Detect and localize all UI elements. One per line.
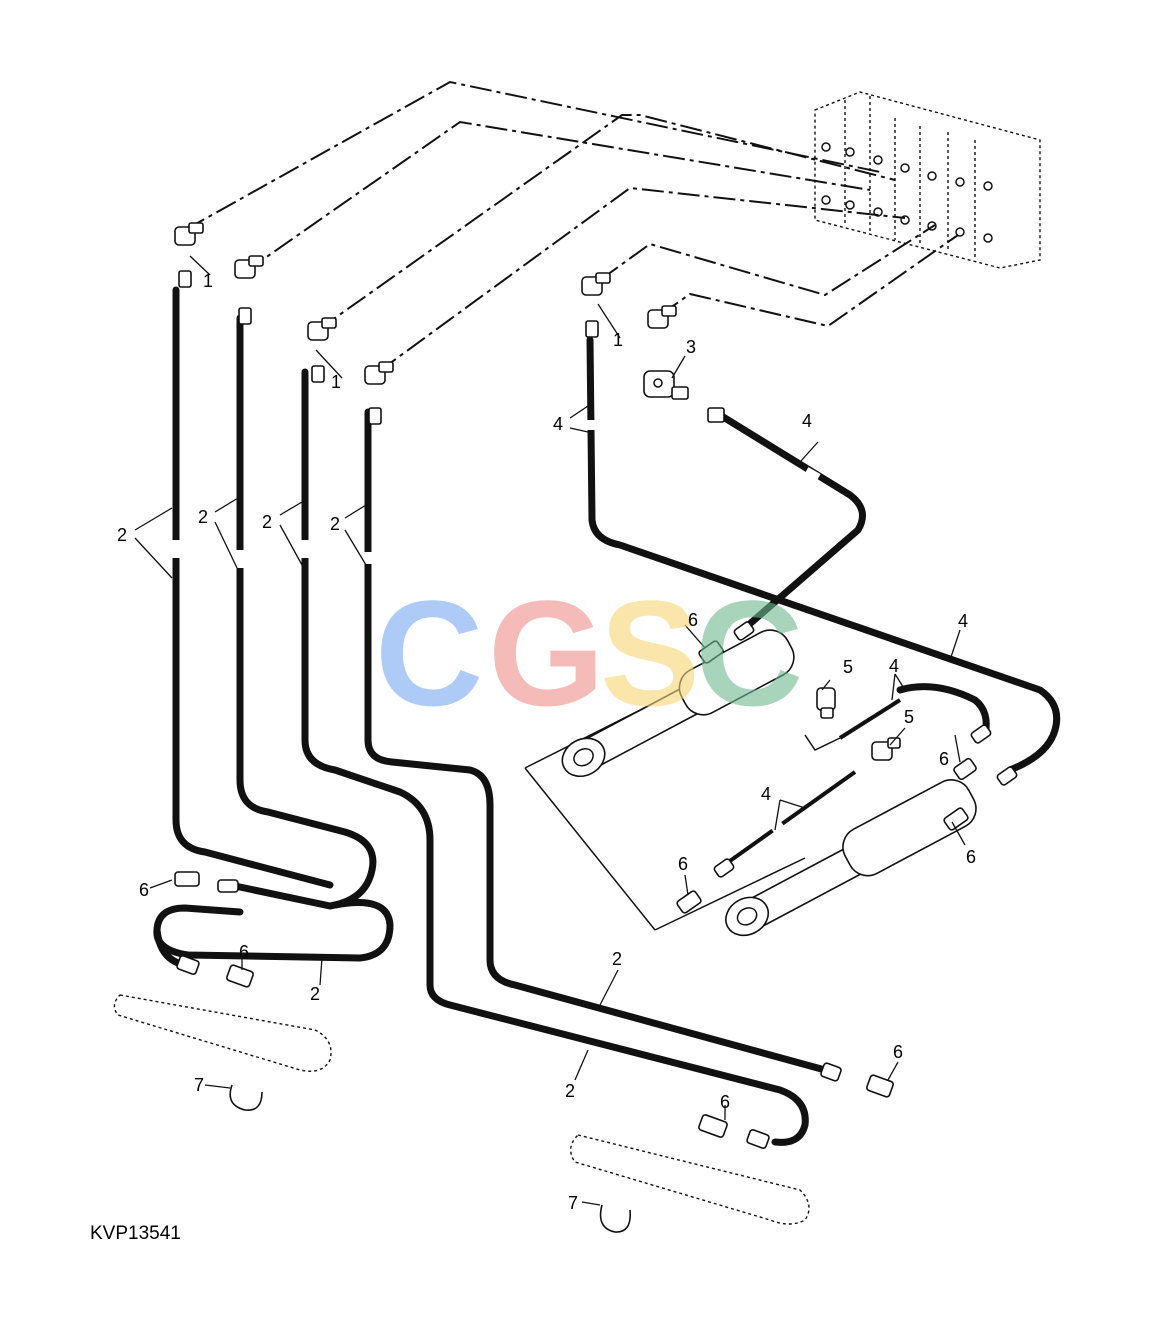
callout-6: 6 xyxy=(239,942,249,962)
hose-2e xyxy=(153,899,394,962)
elbow-fittings xyxy=(174,222,677,425)
straight-fittings xyxy=(174,621,1018,1149)
clamps xyxy=(229,1084,632,1233)
callout-6: 6 xyxy=(678,854,688,874)
ghost-cylinders xyxy=(113,994,810,1225)
callout-2: 2 xyxy=(198,507,208,527)
callout-2: 2 xyxy=(262,512,272,532)
callout-4: 4 xyxy=(553,414,563,434)
callout-6: 6 xyxy=(893,1042,903,1062)
elbow-5b xyxy=(871,737,901,761)
callouts: 1 1 1 1 2 2 2 2 2 2 2 3 4 4 4 4 4 5 5 6 … xyxy=(117,271,976,1213)
callout-6: 6 xyxy=(139,880,149,900)
hose-2c xyxy=(301,368,809,1146)
callout-1: 1 xyxy=(613,330,623,350)
callout-1: 1 xyxy=(331,372,341,392)
callout-5: 5 xyxy=(843,657,853,677)
right-hose-group xyxy=(584,336,1061,870)
cylinder-upper xyxy=(561,629,795,778)
hose-2b xyxy=(231,314,377,910)
figure-code: KVP13541 xyxy=(90,1223,181,1244)
watermark-letter-g: G xyxy=(488,569,605,737)
callout-6: 6 xyxy=(720,1092,730,1112)
callout-5: 5 xyxy=(904,707,914,727)
watermark-letter-s: S xyxy=(600,569,700,737)
callout-6: 6 xyxy=(688,610,698,630)
hose-2d xyxy=(364,408,829,1074)
leader-lines xyxy=(134,255,966,1206)
callout-2: 2 xyxy=(117,525,127,545)
watermark: C G S C xyxy=(375,569,803,737)
cylinders xyxy=(524,629,977,937)
callout-4: 4 xyxy=(889,656,899,676)
callout-2: 2 xyxy=(330,514,340,534)
callout-1: 1 xyxy=(203,271,213,291)
hose-4b xyxy=(716,411,866,632)
left-hose-group xyxy=(153,286,829,1146)
hose-4d xyxy=(838,698,902,740)
callout-4: 4 xyxy=(802,411,812,431)
callout-3: 3 xyxy=(686,337,696,357)
tee-fitting xyxy=(643,370,689,400)
callout-6: 6 xyxy=(939,749,949,769)
hose-2a xyxy=(172,286,334,889)
watermark-letter-c2: C xyxy=(695,569,803,737)
elbow-5a xyxy=(816,687,836,719)
callout-4: 4 xyxy=(761,784,771,804)
callout-6: 6 xyxy=(966,847,976,867)
callout-4: 4 xyxy=(958,611,968,631)
callout-2: 2 xyxy=(612,949,622,969)
callout-2: 2 xyxy=(310,984,320,1004)
control-valve-block xyxy=(814,91,1041,269)
hose-4c xyxy=(896,683,990,739)
cylinder-lower xyxy=(725,779,977,937)
callout-2: 2 xyxy=(565,1081,575,1101)
watermark-letter-c1: C xyxy=(375,569,483,737)
hose-4a xyxy=(586,336,1061,774)
hose-4e xyxy=(718,770,857,870)
callout-7: 7 xyxy=(568,1193,578,1213)
callout-7: 7 xyxy=(194,1075,204,1095)
routing-lines xyxy=(184,80,959,373)
